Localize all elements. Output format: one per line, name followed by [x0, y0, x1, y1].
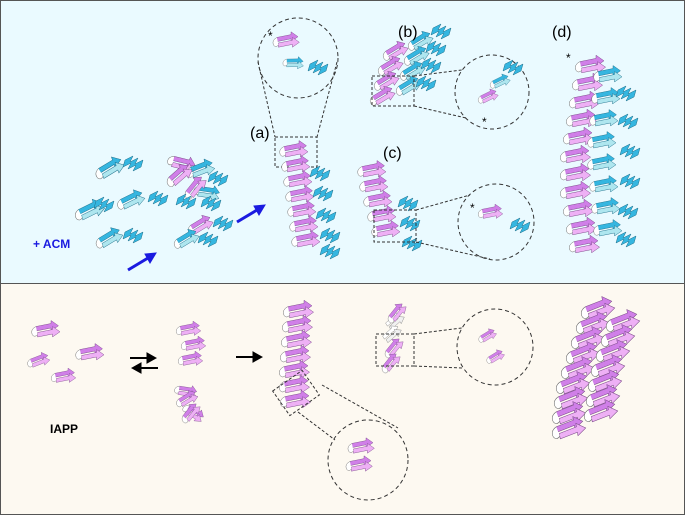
zoom-box-iapp	[271, 369, 321, 417]
zoom-circle-b	[413, 54, 530, 130]
star-b: *	[482, 115, 487, 129]
star-d: *	[566, 51, 571, 65]
equilibrium-arrow	[130, 352, 158, 374]
species-label: IAPP	[50, 422, 78, 436]
fibril-b	[366, 23, 452, 108]
label-b: (b)	[398, 24, 418, 41]
zoom-circle-a	[257, 17, 339, 138]
label-c: (c)	[383, 145, 402, 162]
zoom-box-c	[373, 209, 417, 243]
fibril-c	[357, 160, 423, 252]
label-a: (a)	[250, 125, 270, 142]
blue-reaction-arrows	[127, 204, 266, 272]
star-a: *	[268, 29, 273, 43]
reagent-label: + ACM	[33, 237, 70, 251]
zoom-circle-iapp	[297, 384, 409, 501]
star-c: *	[470, 201, 475, 215]
zoom-box-b	[371, 75, 415, 107]
zoom-circle-iapp-2	[413, 308, 534, 386]
zoom-circle-c	[415, 183, 535, 261]
reaction-arrow	[236, 351, 264, 363]
bottom-panel-background	[0, 283, 685, 515]
label-d: (d)	[552, 24, 572, 41]
iapp-fibril	[271, 299, 321, 417]
fibril-a	[274, 136, 341, 260]
